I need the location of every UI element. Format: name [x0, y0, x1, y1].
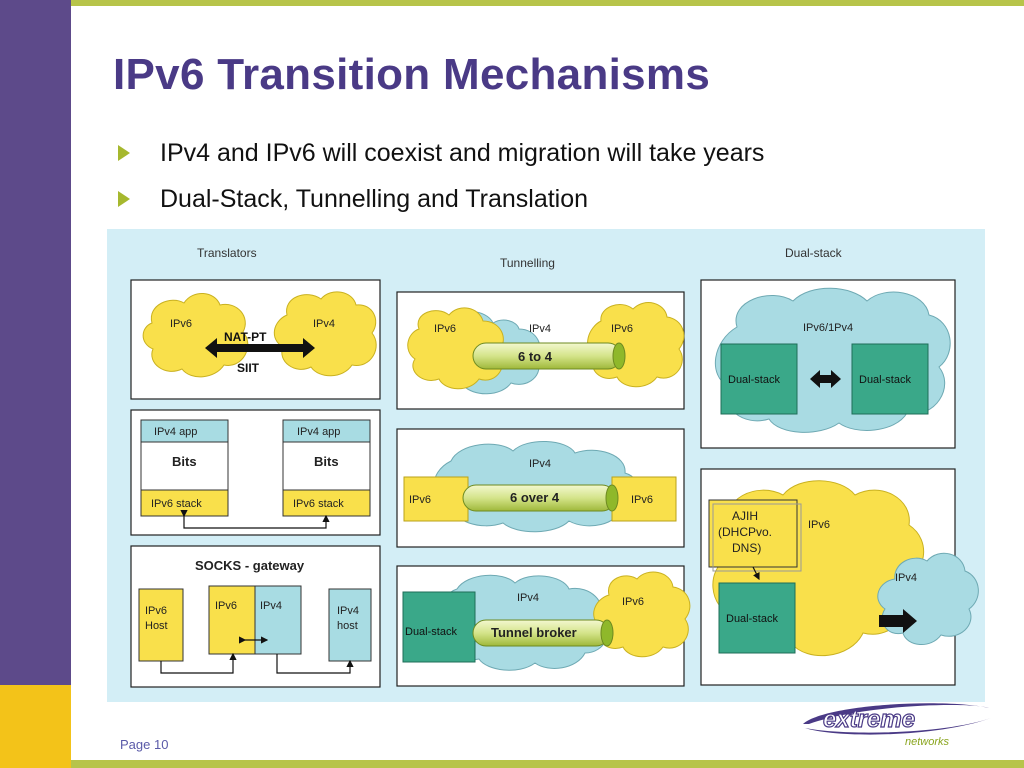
left-ipv6-stack-label: IPv6 stack: [151, 498, 202, 510]
siit-label: SIIT: [237, 361, 260, 375]
dualstack-heading: Dual-stack: [785, 246, 843, 260]
socks-panel: SOCKS - gateway IPv6 Host IPv6 IPv4 IPv4…: [130, 545, 381, 688]
six-to-four-ipv6-right: IPv6: [611, 323, 633, 335]
ipv4-cloud: [273, 291, 377, 377]
slide-title: IPv6 Transition Mechanisms: [113, 50, 711, 99]
tunnel-broker-panel: IPv4 IPv6 Dual-stack Tunnel broker: [396, 565, 691, 687]
logo-swoosh-top: [803, 703, 989, 724]
six-over-four-tube-label: 6 over 4: [510, 490, 560, 505]
extreme-networks-logo: extreme networks: [803, 703, 991, 748]
dualstack2-ipv6-label: IPv6: [808, 519, 830, 531]
right-bits-label: Bits: [314, 454, 339, 469]
natpt-ipv4-label: IPv4: [313, 318, 335, 330]
six-over-four-ipv4: IPv4: [529, 458, 551, 470]
bullet-arrow-icon: [118, 145, 130, 161]
right-ipv4-app-label: IPv4 app: [297, 426, 340, 438]
transition-diagram: Translators Tunnelling Dual-stack IPv6 I…: [107, 229, 985, 702]
gateway-ipv6-label: IPv6: [215, 600, 237, 612]
translators-heading: Translators: [197, 246, 257, 260]
dualstack2-arrow-icon: [879, 609, 917, 633]
bottom-accent-line: [71, 760, 1024, 768]
broker-ipv6-label: IPv6: [622, 596, 644, 608]
bullet-item: Dual-Stack, Tunnelling and Translation: [118, 184, 764, 230]
dualstack-left-box-label: Dual-stack: [728, 374, 780, 386]
six-over-four-ipv6-right: IPv6: [631, 494, 653, 506]
socks-left-connector: [160, 652, 237, 674]
socks-right-connector: [276, 654, 354, 674]
left-yellow-block: [0, 685, 71, 768]
top-accent-line: [0, 0, 1024, 6]
natpt-panel: IPv6 IPv4 NAT-PT SIIT: [130, 279, 381, 400]
natpt-ipv6-label: IPv6: [170, 318, 192, 330]
tunnel-broker-tube-label: Tunnel broker: [491, 625, 577, 640]
ipv6-host-label-2: Host: [145, 620, 168, 632]
six-to-four-ipv4: IPv4: [529, 323, 551, 335]
six-to-four-panel: IPv6 IPv4 IPv6 6 to 4: [396, 291, 685, 410]
broker-ipv4-label: IPv4: [517, 592, 539, 604]
dualstack-panel-1: IPv6/1Pv4 Dual-stack Dual-stack: [700, 279, 956, 449]
six-over-four-panel: IPv4 IPv6 IPv6 6 over 4: [396, 428, 685, 548]
bullet-text: IPv4 and IPv6 will coexist and migration…: [160, 139, 765, 167]
ipv4-host-label: IPv4: [337, 605, 359, 617]
dualstack2-box-label: Dual-stack: [726, 613, 778, 625]
gateway-ipv4-label: IPv4: [260, 600, 282, 612]
six-to-four-ipv6-left: IPv6: [434, 323, 456, 335]
dualstack-cloud-label: IPv6/1Pv4: [803, 322, 853, 334]
natpt-double-arrow-icon: [205, 338, 315, 358]
right-ipv6-stack-label: IPv6 stack: [293, 498, 344, 510]
left-ipv4-app-label: IPv4 app: [154, 426, 197, 438]
socks-title: SOCKS - gateway: [195, 558, 305, 573]
dualstack-panel-2: AJIH (DHCPvo. DNS) IPv6 Dual-stack IPv4: [700, 468, 979, 686]
natpt-label: NAT-PT: [224, 330, 267, 344]
bullet-item: IPv4 and IPv6 will coexist and migration…: [118, 138, 764, 184]
ajih-arrow-icon: [752, 566, 760, 581]
ipv6-cloud: [142, 293, 249, 378]
ajih-line-3: DNS): [732, 541, 761, 555]
six-over-four-ipv6-left: IPv6: [409, 494, 431, 506]
ipv6-host-label: IPv6: [145, 605, 167, 617]
ajih-line-2: (DHCPvo.: [718, 525, 772, 539]
broker-dualstack-label: Dual-stack: [405, 626, 457, 638]
bits-panel: IPv4 app Bits IPv6 stack IPv4 app Bits I…: [130, 409, 381, 536]
bullet-text: Dual-Stack, Tunnelling and Translation: [160, 185, 589, 213]
left-purple-bar: [0, 0, 71, 685]
ipv4-host-label-2: host: [337, 620, 358, 632]
logo-word-networks: networks: [905, 736, 950, 748]
logo-word-extreme: extreme: [823, 706, 915, 733]
dualstack-right-box-label: Dual-stack: [859, 374, 911, 386]
tunnelling-heading: Tunnelling: [500, 256, 555, 270]
bullet-arrow-icon: [118, 191, 130, 207]
bits-connector-line: [180, 510, 330, 529]
six-to-four-tube-label: 6 to 4: [518, 349, 553, 364]
dualstack-double-arrow-icon: [810, 370, 841, 388]
page-number: Page 10: [120, 737, 169, 752]
bullet-list: IPv4 and IPv6 will coexist and migration…: [118, 138, 764, 230]
dualstack2-ipv4-label: IPv4: [895, 572, 917, 584]
ajih-line-1: AJIH: [732, 509, 758, 523]
left-bits-label: Bits: [172, 454, 197, 469]
